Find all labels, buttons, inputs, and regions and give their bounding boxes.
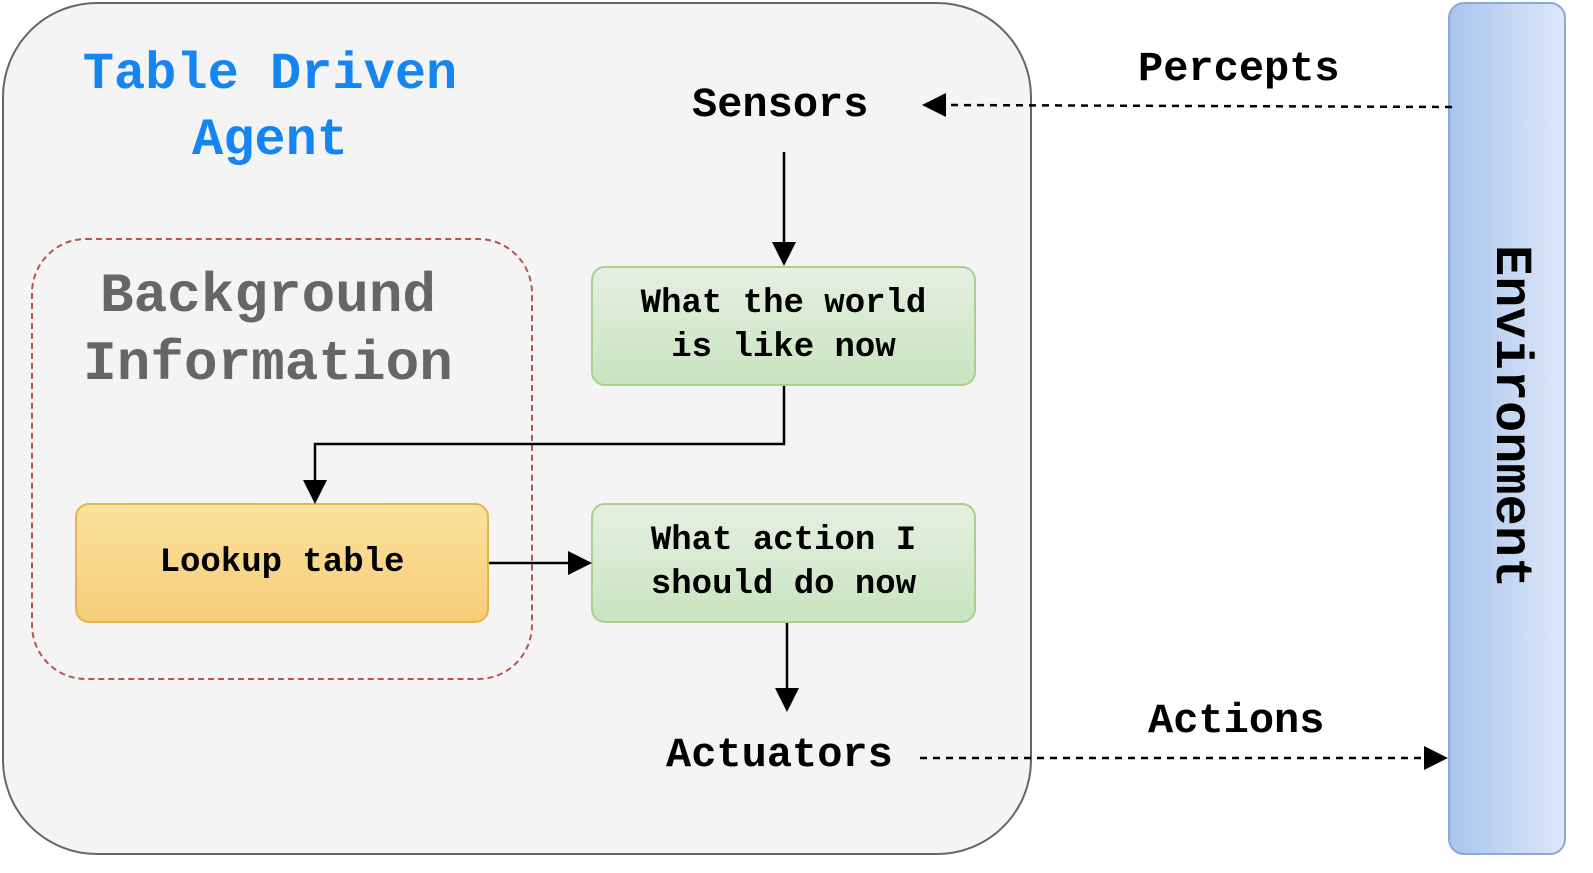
- actuators-label: Actuators: [666, 731, 893, 779]
- agent-title: Table Driven Agent: [82, 45, 458, 170]
- agent-container: [2, 2, 1032, 855]
- lookup-to-action-edge: [489, 551, 592, 575]
- world-state-node[interactable]: What the world is like now: [591, 266, 976, 386]
- actions-edge: [920, 746, 1448, 770]
- world-to-lookup-edge: [303, 386, 786, 504]
- action-decision-node[interactable]: What action I should do now: [591, 503, 976, 623]
- sensors-label: Sensors: [692, 81, 869, 129]
- environment-label: Environment: [1481, 245, 1540, 589]
- percepts-label: Percepts: [1138, 45, 1340, 93]
- actions-label: Actions: [1148, 697, 1325, 745]
- background-information-title: Background Information: [83, 264, 453, 396]
- lookup-table-node[interactable]: Lookup table: [75, 503, 489, 623]
- percepts-edge: [922, 93, 1453, 117]
- sensors-to-world-edge: [772, 152, 796, 266]
- environment-bar: [1448, 2, 1566, 855]
- action-to-actuators-edge: [775, 623, 799, 712]
- background-information-group: [31, 238, 533, 680]
